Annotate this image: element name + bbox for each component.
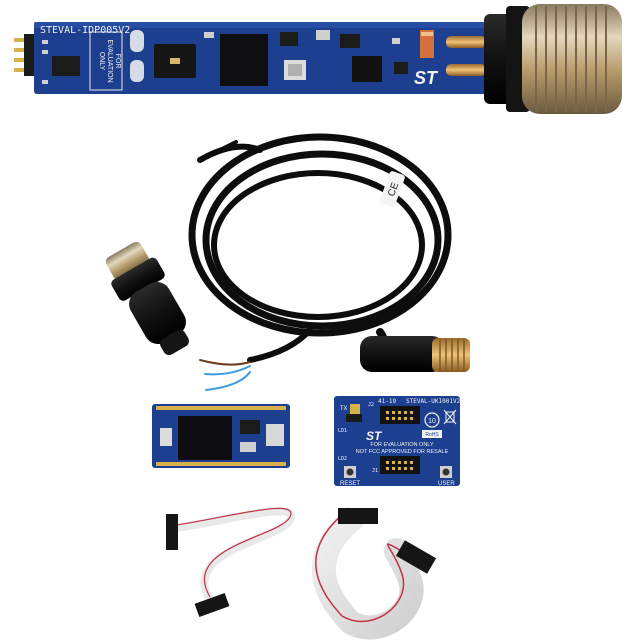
iface-ld2-label: LD2 xyxy=(338,456,347,462)
iface-j1-label: J1 xyxy=(372,468,378,474)
probe-m12-connector xyxy=(484,4,622,114)
iface-j2-label: J2 xyxy=(368,402,374,408)
iface-connector-j2 xyxy=(380,406,420,424)
field-wireable-connector xyxy=(105,241,189,356)
user-label: USER xyxy=(438,481,455,487)
iface-ld1-label: LD1 xyxy=(338,428,347,434)
header-pins xyxy=(14,34,36,76)
ce-mark: CE xyxy=(386,181,401,198)
iface-model-label: STEVAL-UKI001V2 xyxy=(406,398,461,405)
probe-model-label: STEVAL-IDP005V2 xyxy=(40,25,130,36)
sensor-probe-board: STEVAL-IDP005V2 FOR EVALUATION ONLY ST xyxy=(14,22,504,94)
iface-notice-line2: NOT FCC APPROVED FOR RESALE xyxy=(356,449,449,455)
mcu-chip xyxy=(220,34,268,86)
thin-ribbon-cable xyxy=(166,507,295,618)
rohs-label: RoHS xyxy=(425,432,439,438)
st-logo: ST xyxy=(414,68,439,88)
iface-connector-j1 xyxy=(380,456,420,474)
loose-wires xyxy=(199,359,251,391)
iface-notice-line1: FOR EVALUATION ONLY xyxy=(370,442,434,448)
ribbon-connector-left-top xyxy=(166,514,178,550)
eval-box xyxy=(89,31,123,91)
ribbon-connector-left-bottom xyxy=(194,592,230,618)
ribbon-connector-right-top xyxy=(338,508,378,524)
nucleo-style-mcu-board xyxy=(152,404,290,468)
iface-pin-label: 41-19 xyxy=(378,398,396,405)
eval-line3: ONLY xyxy=(98,52,105,71)
eval-line1: FOR xyxy=(114,54,121,69)
badge-10-icon xyxy=(424,412,440,428)
coiled-cable xyxy=(188,133,452,363)
iface-tx-label: TX xyxy=(340,405,348,412)
iface-st-logo: ST xyxy=(366,429,383,443)
weee-bin-icon xyxy=(443,409,457,425)
cable-m12-female-connector xyxy=(360,336,470,372)
badge-10-text: 10 xyxy=(428,418,436,425)
eval-line2: EVALUATION xyxy=(106,39,113,82)
interface-board: 41-19 STEVAL-UKI001V2 TX J2 LD1 LD2 J1 xyxy=(334,396,461,487)
probe-pcb xyxy=(34,22,504,94)
ribbon-connector-right-bottom xyxy=(395,540,437,574)
reset-label: RESET xyxy=(340,481,360,487)
wide-ribbon-cable xyxy=(311,506,437,640)
cable-label: CE xyxy=(379,171,405,207)
